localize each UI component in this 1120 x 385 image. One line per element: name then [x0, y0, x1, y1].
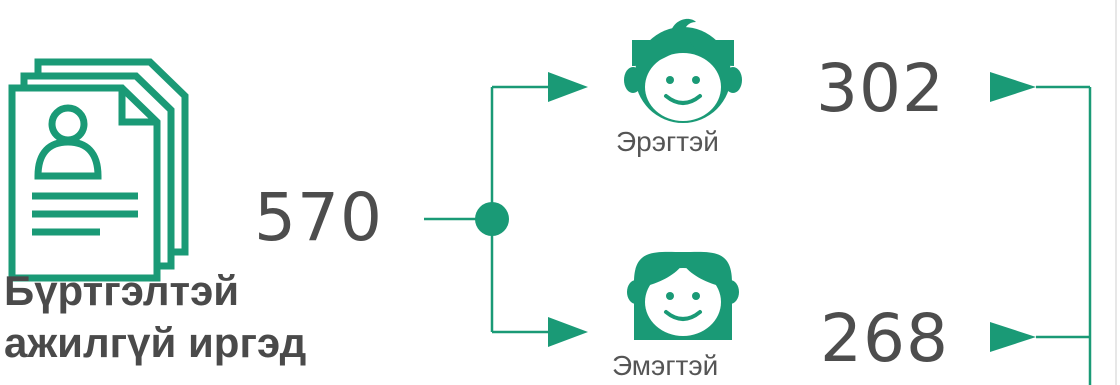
connector-lines	[424, 85, 1092, 385]
total-label-line1: Бүртгэлтэй	[4, 267, 240, 314]
arrow-to-male	[548, 72, 588, 102]
branch-node	[475, 202, 509, 236]
arrow-female-out	[990, 322, 1036, 352]
female-label: Эмэгтэй	[612, 350, 719, 381]
female-count: 268	[820, 300, 949, 377]
resume-document-icon	[8, 58, 189, 282]
girl-face-icon	[627, 251, 739, 340]
arrow-male-out	[990, 72, 1036, 102]
male-count: 302	[816, 50, 945, 127]
boy-face-icon	[624, 18, 742, 123]
arrow-to-female	[548, 317, 588, 347]
male-label: Эрэгтэй	[616, 126, 719, 157]
total-count: 570	[254, 179, 383, 256]
total-label-line2: ажилгүй иргэд	[4, 319, 307, 366]
